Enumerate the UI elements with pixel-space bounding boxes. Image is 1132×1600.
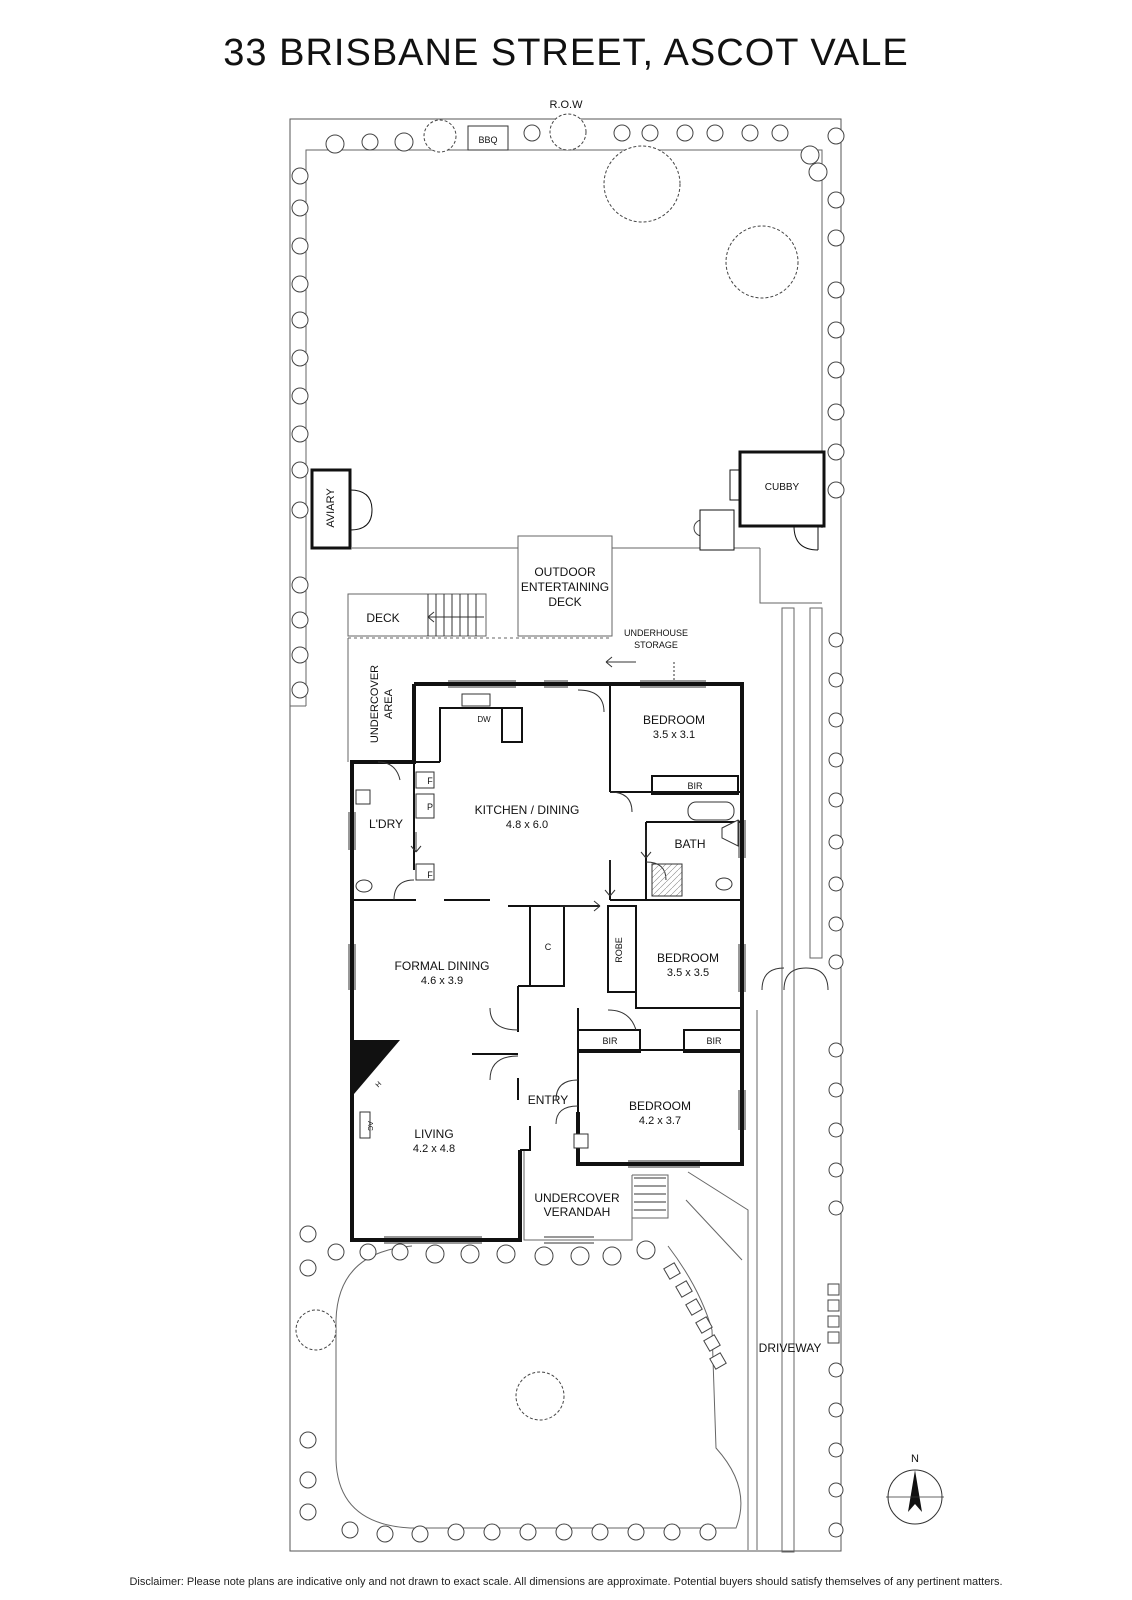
deck-label: DECK: [366, 611, 399, 625]
cubby: [699, 450, 826, 551]
property-boundary: [289, 118, 842, 1552]
bed3-dims: 4.2 x 3.7: [639, 1115, 681, 1127]
deck-stairs: [427, 594, 666, 1211]
arrows: [410, 611, 675, 912]
row-label: R.O.W: [550, 99, 584, 111]
bir-label-2: BIR: [602, 1036, 618, 1046]
underhouse-label-1: UNDERHOUSE: [624, 628, 688, 638]
formal-name: FORMAL DINING: [395, 959, 490, 973]
fridge-label-1: F: [427, 776, 433, 786]
tree-markers: [291, 124, 845, 1543]
bbq-label: BBQ: [478, 135, 497, 145]
entry-label: ENTRY: [528, 1093, 568, 1107]
windows: [348, 680, 746, 1244]
north-label: N: [911, 1453, 919, 1465]
north-compass: [886, 1469, 944, 1525]
disclaimer: Disclaimer: Please note plans are indica…: [129, 1576, 1003, 1588]
fixtures: [355, 693, 739, 1149]
living-name: LIVING: [414, 1127, 453, 1141]
outdoor-deck-label-1: OUTDOOR: [534, 565, 596, 579]
kitchen-dims: 4.8 x 6.0: [506, 819, 548, 831]
verandah-label-1: UNDERCOVER: [534, 1191, 620, 1205]
aviary-label: AVIARY: [325, 488, 337, 528]
dw-label: DW: [477, 715, 491, 724]
fridge-label-2: F: [427, 870, 433, 880]
bir-label-3: BIR: [706, 1036, 722, 1046]
undercover-outlines: [347, 638, 669, 1241]
laundry-label: L'DRY: [369, 817, 403, 831]
bath-label: BATH: [674, 837, 705, 851]
cubby-label: CUBBY: [765, 482, 800, 493]
ac-label: AC: [366, 1121, 373, 1131]
kitchen-name: KITCHEN / DINING: [475, 803, 580, 817]
bed1-name: BEDROOM: [643, 713, 705, 727]
heater-label: H: [375, 1081, 384, 1090]
bir-label-1: BIR: [687, 781, 703, 791]
formal-dims: 4.6 x 3.9: [421, 975, 463, 987]
underhouse-label-2: STORAGE: [634, 640, 678, 650]
stepping-stones: [663, 1262, 840, 1370]
bbq-box: [467, 125, 509, 151]
bed2-dims: 3.5 x 3.5: [667, 967, 709, 979]
undercover-area-label-2: AREA: [383, 688, 395, 719]
interior-walls: [352, 684, 743, 1151]
bed1-dims: 3.5 x 3.1: [653, 729, 695, 741]
driveway-label: DRIVEWAY: [759, 1341, 822, 1355]
bed3-name: BEDROOM: [629, 1099, 691, 1113]
undercover-area-label-1: UNDERCOVER: [369, 665, 381, 743]
large-trees: [295, 113, 799, 1421]
aviary: [310, 468, 373, 550]
robe-label: ROBE: [614, 937, 624, 963]
fireplace: [354, 1040, 400, 1094]
outdoor-deck-label-2: ENTERTAINING: [521, 580, 609, 594]
door-swings: [377, 689, 829, 1125]
decks: [347, 535, 613, 639]
bed2-name: BEDROOM: [657, 951, 719, 965]
pantry-label: P: [427, 802, 433, 812]
cupboard-label: C: [545, 942, 552, 952]
verandah-label-2: VERANDAH: [544, 1205, 611, 1219]
living-dims: 4.2 x 4.8: [413, 1143, 455, 1155]
outdoor-deck-label-3: DECK: [548, 595, 581, 609]
page-title: 33 BRISBANE STREET, ASCOT VALE: [223, 32, 909, 74]
